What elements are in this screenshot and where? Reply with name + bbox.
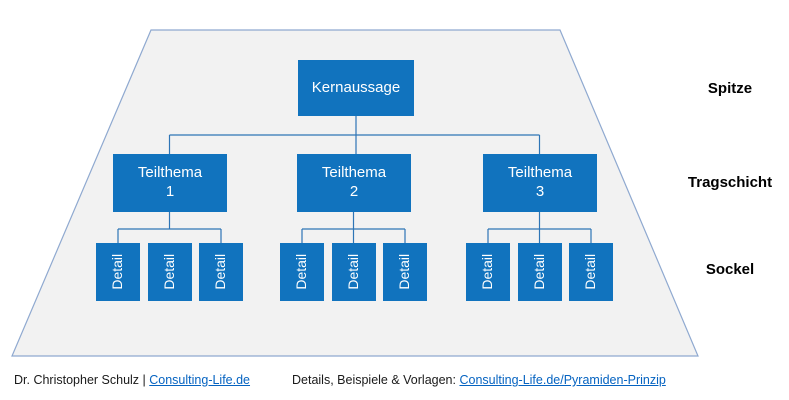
branch-label-line1: Teilthema (321, 164, 387, 182)
detail-node: Detail (466, 243, 510, 301)
detail-label: Detail (212, 254, 229, 290)
branch-label-line1: Teilthema (507, 164, 573, 182)
connector-lines (117, 116, 592, 243)
detail-label: Detail (479, 254, 496, 290)
branch-label-line2: 3 (535, 183, 545, 200)
detail-label: Detail (344, 254, 361, 290)
footer-info-text: Details, Beispiele & Vorlagen: (292, 373, 460, 387)
layer-label-sockel: Sockel (705, 261, 755, 278)
detail-node: Detail (147, 243, 192, 301)
root-node-kernaussage: Kernaussage (298, 60, 414, 116)
detail-node: Detail (383, 243, 427, 301)
branch-node-teilthema-3: Teilthema 3 (483, 154, 597, 212)
footer-info-link[interactable]: Consulting-Life.de/Pyramiden-Prinzip (459, 373, 666, 387)
detail-label: Detail (396, 254, 413, 290)
detail-node: Detail (569, 243, 613, 301)
branch-node-teilthema-2: Teilthema 2 (297, 154, 411, 212)
detail-node: Detail (280, 243, 324, 301)
detail-label: Detail (160, 254, 177, 290)
detail-node: Detail (199, 243, 243, 301)
branch-label-line1: Teilthema (137, 164, 203, 182)
branch-label-line2: 1 (165, 183, 175, 200)
root-node-label: Kernaussage (311, 78, 401, 96)
footer-author-link[interactable]: Consulting-Life.de (149, 373, 251, 387)
layer-label-spitze: Spitze (707, 80, 753, 97)
detail-label: Detail (293, 254, 310, 290)
detail-node: Detail (517, 243, 562, 301)
detail-label: Detail (530, 254, 547, 290)
detail-label: Detail (582, 254, 599, 290)
detail-label: Detail (109, 254, 126, 290)
detail-node: Detail (96, 243, 140, 301)
footer-author: Dr. Christopher Schulz | Consulting-Life… (14, 373, 250, 387)
footer-info: Details, Beispiele & Vorlagen: Consultin… (292, 373, 666, 387)
branch-node-teilthema-1: Teilthema 1 (113, 154, 227, 212)
detail-node: Detail (331, 243, 376, 301)
branch-label-line2: 2 (349, 183, 359, 200)
layer-label-tragschicht: Tragschicht (687, 174, 773, 191)
footer-author-text: Dr. Christopher Schulz | (14, 373, 150, 387)
